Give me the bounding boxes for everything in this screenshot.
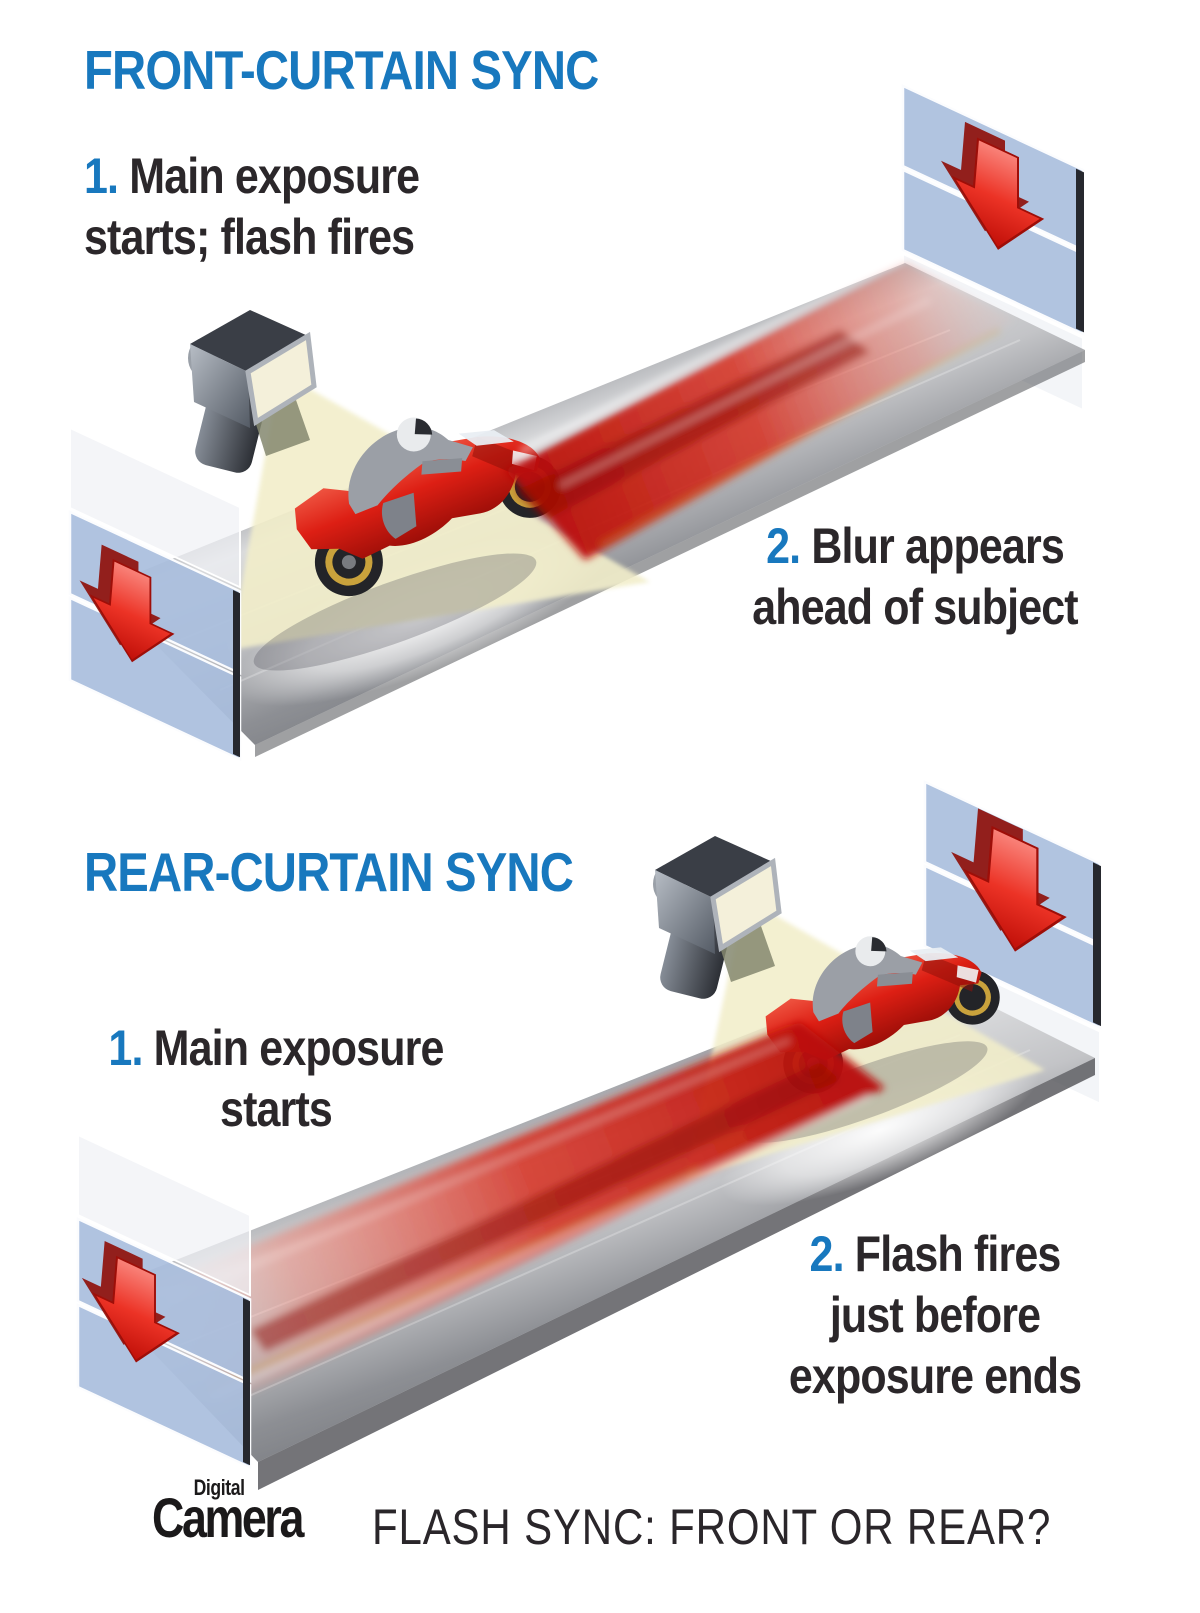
down-arrow-icon [941,110,1044,270]
front-step-2: 2. Blur appears ahead of subject [743,516,1087,638]
light-cone [230,372,650,650]
front-panel-title: FRONT-CURTAIN SYNC [84,39,599,101]
front-step-1: 1. Main exposure starts; flash fires [84,146,480,268]
digital-camera-logo: Digital Camera [152,1475,304,1549]
far-curtain [901,84,1085,412]
rear-step-2: 2. Flash fires just before exposure ends [776,1224,1094,1407]
step-text: Main exposure starts [153,1020,445,1137]
down-arrow-icon [81,1230,179,1382]
rear-step-1: 1. Main exposure starts [104,1018,448,1140]
step-number: 1. [108,1020,143,1076]
front-curtain-scene [68,84,1085,762]
light-cone [685,898,1045,1180]
step-number: 1. [84,148,119,204]
far-curtain [923,780,1102,1106]
flash-icon [653,836,779,1002]
down-arrow-icon [79,534,174,681]
near-curtain [76,1133,252,1470]
motorcycle [274,374,572,607]
step-text: Blur appears ahead of subject [752,518,1078,635]
motorcycle [747,898,1009,1103]
track [100,263,1085,757]
step-number: 2. [766,518,801,574]
logo-digital: Digital [193,1475,245,1500]
flash-icon [188,310,314,476]
footer-caption: FLASH SYNC: FRONT OR REAR? [372,1499,1052,1555]
motion-blur [505,255,1015,560]
down-arrow-icon [951,795,1066,975]
near-curtain [68,426,242,762]
rear-panel-title: REAR-CURTAIN SYNC [84,841,574,903]
bike-shadow [253,553,537,671]
step-number: 2. [809,1226,845,1282]
step-text: Flash fires just before exposure ends [788,1226,1082,1404]
logo-camera: Camera [152,1486,304,1549]
step-text: Main exposure starts; flash fires [84,148,420,265]
bike-shadow [742,1041,988,1143]
